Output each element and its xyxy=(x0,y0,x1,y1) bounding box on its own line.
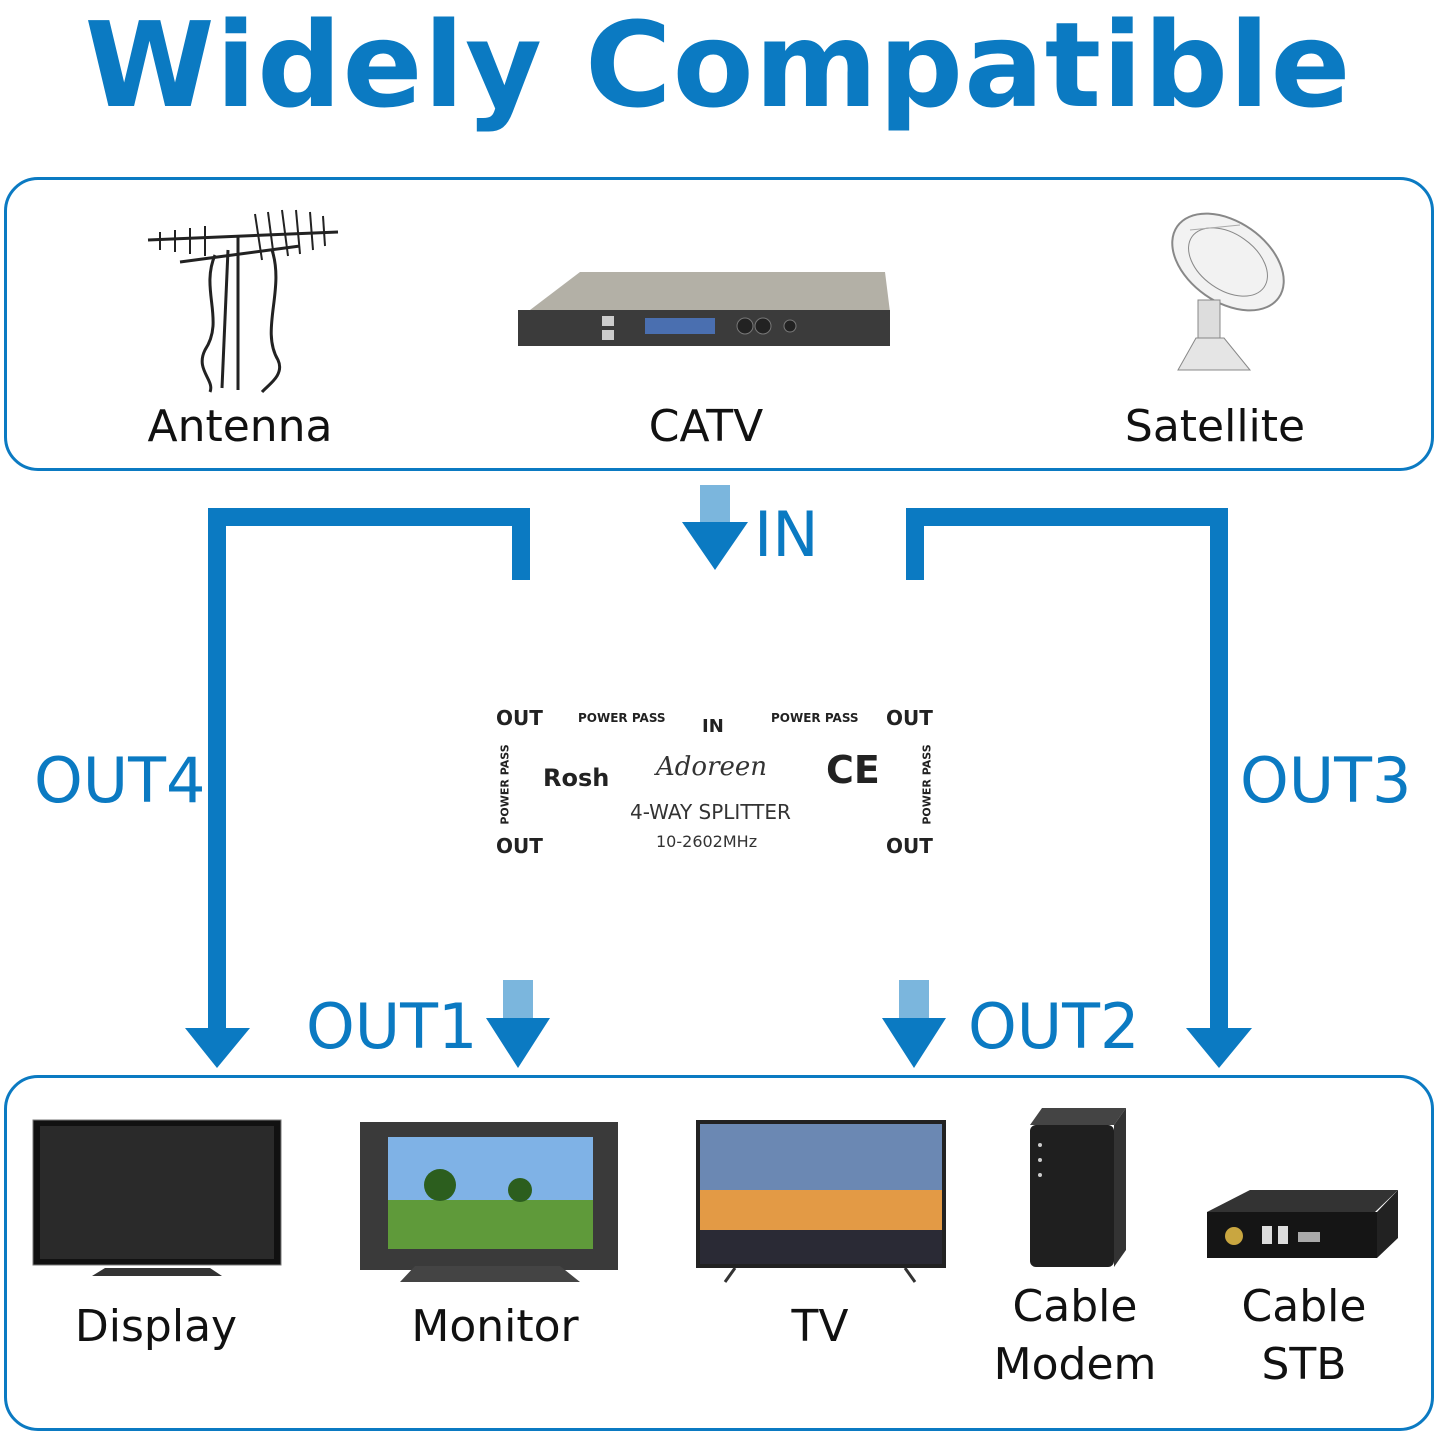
splitter-in-label: IN xyxy=(702,716,724,737)
in-label: IN xyxy=(754,498,819,571)
catv-rack-icon xyxy=(518,272,890,346)
out1-label: OUT1 xyxy=(306,990,478,1063)
satellite-dish-icon xyxy=(1171,212,1285,371)
source-label-satellite: Satellite xyxy=(1124,401,1306,452)
device-label-display: Display xyxy=(74,1301,238,1352)
device-label-monitor: Monitor xyxy=(411,1301,579,1352)
splitter-brand-left: Rosh xyxy=(543,764,610,792)
flow-lines xyxy=(185,485,1252,1068)
source-label-catv: CATV xyxy=(648,401,764,452)
splitter-power-pass-top-left: POWER PASS xyxy=(578,711,666,725)
tv-icon xyxy=(696,1120,946,1283)
out4-label: OUT4 xyxy=(34,744,206,817)
splitter-brand: Adoreen xyxy=(656,752,768,782)
device-label-cable-modem-line1: Cable xyxy=(1012,1281,1138,1332)
display-icon xyxy=(32,1119,282,1276)
device-label-cable-stb-line2: STB xyxy=(1261,1339,1347,1390)
splitter-frequency: 10-2602MHz xyxy=(656,832,758,851)
monitor-icon xyxy=(360,1122,618,1282)
headline: Widely Compatible xyxy=(84,0,1352,134)
splitter-power-pass-right: POWER PASS xyxy=(920,744,934,825)
splitter-ce-mark: CE xyxy=(826,748,880,792)
splitter-out-bottom-right: OUT xyxy=(886,834,933,858)
source-label-antenna: Antenna xyxy=(147,401,333,452)
splitter-out-top-left: OUT xyxy=(496,706,543,730)
device-label-cable-modem-line2: Modem xyxy=(993,1339,1157,1390)
splitter-power-pass-left: POWER PASS xyxy=(498,744,512,825)
out2-label: OUT2 xyxy=(968,990,1140,1063)
splitter-model: 4-WAY SPLITTER xyxy=(630,800,791,824)
out3-label: OUT3 xyxy=(1240,744,1412,817)
splitter-power-pass-top-right: POWER PASS xyxy=(771,711,859,725)
splitter-out-bottom-left: OUT xyxy=(496,834,543,858)
device-label-tv: TV xyxy=(791,1301,849,1352)
splitter-out-top-right: OUT xyxy=(886,706,933,730)
set-top-box-icon xyxy=(1207,1190,1398,1258)
device-label-cable-stb-line1: Cable xyxy=(1241,1281,1367,1332)
cable-modem-icon xyxy=(1030,1108,1126,1267)
antenna-icon xyxy=(147,209,339,394)
